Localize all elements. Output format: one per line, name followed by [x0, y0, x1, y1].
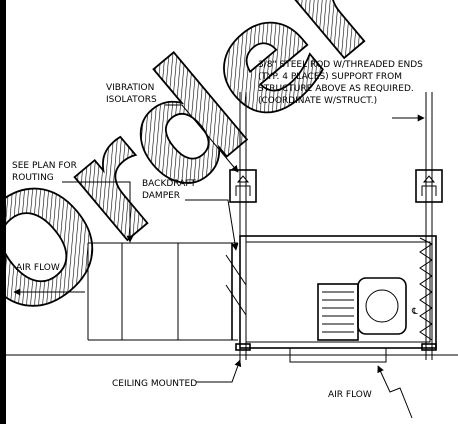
air-flow-bottom-label: AIR FLOW: [328, 390, 372, 400]
see-plan-label: SEE PLAN FOR ROUTING: [12, 161, 77, 183]
vibration-isolators-label: VIBRATION ISOLATORS: [106, 83, 157, 105]
left-border-bar: [0, 0, 6, 424]
svg-text:(COORDINATE W/STRUCT.): (COORDINATE W/STRUCT.): [258, 96, 377, 106]
backdraft-damper-label: BACKDRAFT DAMPER: [142, 179, 196, 201]
ceiling-mounted-label: CEILING MOUNTED: [112, 379, 197, 389]
air-flow-left-label: AIR FLOW: [16, 263, 60, 273]
rod-note: 3/8" STEEL ROD W/THREADED ENDS (TYP. 4 P…: [258, 60, 423, 106]
svg-text:ISOLATORS: ISOLATORS: [106, 95, 157, 105]
threaded-rods: [239, 92, 433, 360]
hanger-nuts: [235, 343, 437, 351]
centerline-mark: ℄: [411, 307, 418, 317]
vibration-isolator-left: [229, 169, 257, 203]
svg-text:SEE PLAN FOR: SEE PLAN FOR: [12, 161, 77, 171]
air-flow-arrow-bottom: [377, 365, 413, 419]
svg-text:(TYP. 4 PLACES) SUPPORT FROM: (TYP. 4 PLACES) SUPPORT FROM: [258, 72, 402, 82]
vibration-isolator-right: [415, 169, 443, 203]
svg-text:VIBRATION: VIBRATION: [106, 83, 154, 93]
svg-text:Order: Order: [0, 0, 415, 358]
svg-text:BACKDRAFT: BACKDRAFT: [142, 179, 196, 189]
duct: [87, 242, 238, 341]
blower-assembly: ℄: [317, 277, 418, 341]
svg-text:STRUCTURE ABOVE AS REQUIRED.: STRUCTURE ABOVE AS REQUIRED.: [258, 84, 414, 94]
svg-text:ROUTING: ROUTING: [12, 173, 54, 183]
backdraft-damper: [225, 243, 247, 340]
svg-text:3/8" STEEL ROD W/THREADED ENDS: 3/8" STEEL ROD W/THREADED ENDS: [258, 60, 423, 70]
leaders: [62, 104, 425, 383]
svg-text:DAMPER: DAMPER: [142, 191, 180, 201]
watermark: Order: [0, 0, 415, 358]
